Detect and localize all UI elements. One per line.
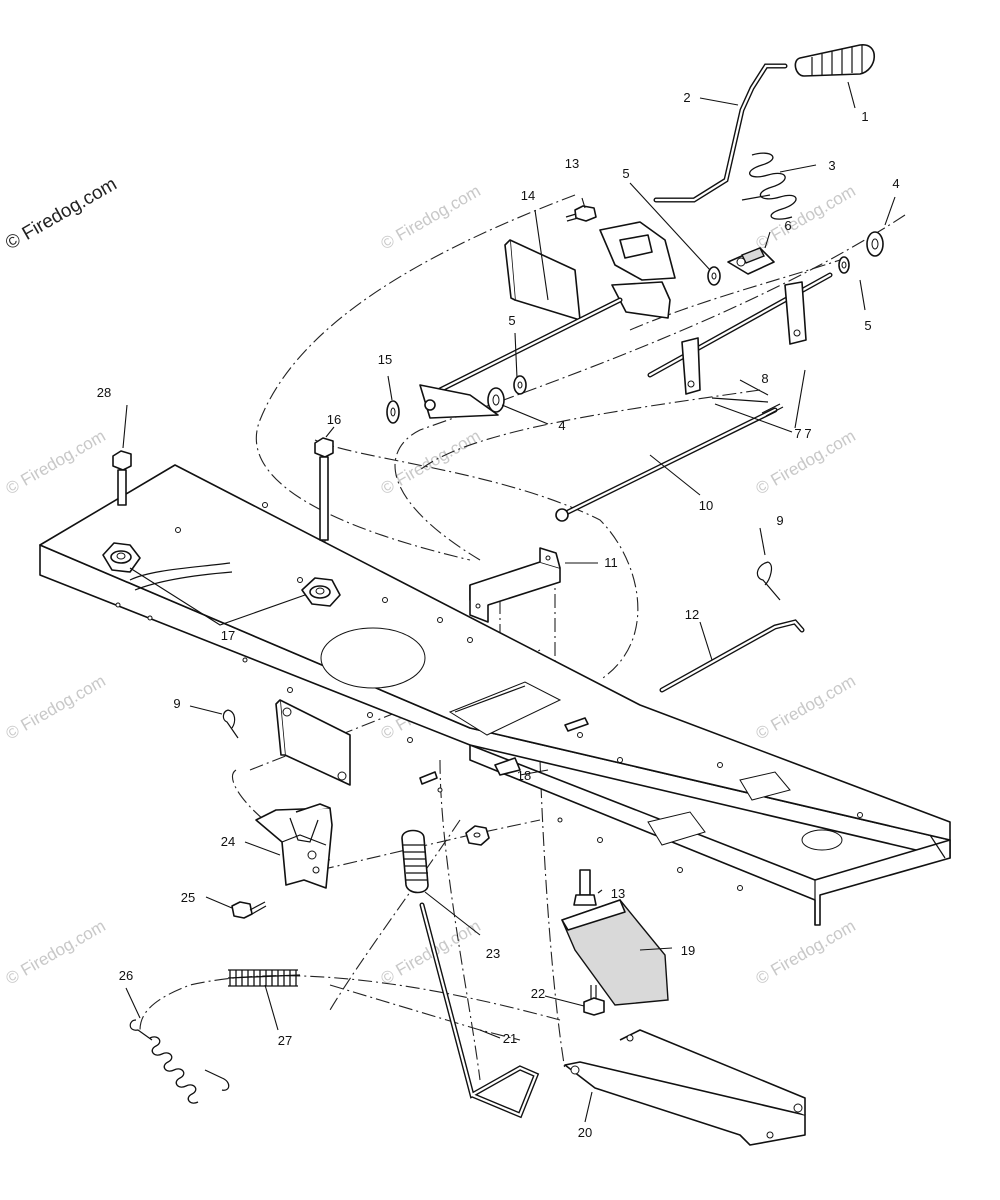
watermark: © Firedog.com <box>3 671 109 743</box>
frame-small-round-opening <box>801 829 843 851</box>
watermark: © Firedog.com <box>378 916 484 988</box>
part-link-bracket <box>564 1029 806 1146</box>
frame-rect-opening <box>739 771 791 801</box>
callout-24: 24 <box>221 834 235 849</box>
part-washer-15 <box>386 400 400 424</box>
callout-26: 26 <box>119 968 133 983</box>
callout-11: 11 <box>604 555 618 570</box>
part-lever <box>653 63 788 203</box>
frame-rect-opening <box>647 811 706 846</box>
callout-19: 19 <box>681 943 695 958</box>
watermark: © Firedog.com <box>3 916 109 988</box>
part-side-plate <box>275 699 351 786</box>
part-bolt-16 <box>314 437 334 541</box>
leader-lines <box>122 81 896 1123</box>
callout-9-right: 9 <box>776 513 783 528</box>
part-bracket-11 <box>469 547 561 623</box>
part-bolt-top <box>565 205 597 222</box>
watermark: © Firedog.com <box>753 671 859 743</box>
part-bolt-25 <box>231 901 267 919</box>
callout-10: 10 <box>699 498 713 513</box>
callout-21: 21 <box>503 1031 517 1046</box>
part-bolt-22 <box>583 985 605 1016</box>
callout-13-bottom: 13 <box>611 886 625 901</box>
watermark: © Firedog.com <box>753 916 859 988</box>
callout-14: 14 <box>521 188 535 203</box>
part-bolt-13-lower <box>573 869 597 906</box>
callout-7-lower: 7 <box>804 426 811 441</box>
part-rod-12 <box>659 619 805 693</box>
callout-5-right: 5 <box>864 318 871 333</box>
frame-rect-opening <box>448 681 562 736</box>
chassis-frame <box>39 464 951 926</box>
callout-28: 28 <box>97 385 111 400</box>
callout-4-lower: 4 <box>558 418 565 433</box>
part-linkage-pin <box>711 397 769 403</box>
callout-25: 25 <box>181 890 195 905</box>
part-washer-4 <box>487 387 505 413</box>
part-return-spring <box>741 152 797 220</box>
part-cross-shaft <box>647 272 833 395</box>
callout-numbers: 1 2 3 4 4 5 5 5 6 7 7 8 9 9 10 11 12 13 … <box>97 90 900 1140</box>
callout-13-top: 13 <box>565 156 579 171</box>
callout-22: 22 <box>531 986 545 1001</box>
part-bracket-24 <box>255 803 333 889</box>
watermark: © Firedog.com <box>753 181 859 253</box>
callout-5-upper: 5 <box>622 166 629 181</box>
part-pedal-rod <box>419 902 540 1119</box>
callout-20: 20 <box>578 1125 592 1140</box>
part-washer-4-right <box>866 231 884 257</box>
part-bolt-28 <box>112 450 132 506</box>
part-long-rod <box>555 403 784 522</box>
part-nut-17-left <box>102 542 141 573</box>
part-grip-23 <box>401 829 429 894</box>
callout-27: 27 <box>278 1033 292 1048</box>
part-spring-26 <box>129 1019 230 1104</box>
callout-6: 6 <box>784 218 791 233</box>
part-pivot-shaft-upper <box>437 297 623 393</box>
callout-15: 15 <box>378 352 392 367</box>
watermark: © Firedog.com <box>3 426 109 498</box>
part-pedal-bracket <box>599 221 676 319</box>
callout-12: 12 <box>685 607 699 622</box>
callout-2: 2 <box>683 90 690 105</box>
part-clip <box>727 247 775 275</box>
part-grip <box>794 44 875 77</box>
callout-4-right: 4 <box>892 176 899 191</box>
part-hairpin-9-left <box>222 709 239 739</box>
callout-17: 17 <box>221 628 235 643</box>
frame-mounting-holes <box>115 502 863 891</box>
callout-23: 23 <box>486 946 500 961</box>
callout-18: 18 <box>517 768 531 783</box>
part-lower-arm <box>419 384 499 419</box>
callout-9-left: 9 <box>173 696 180 711</box>
part-washer-5-upper <box>707 266 721 286</box>
part-washer-5 <box>513 375 527 395</box>
callout-16: 16 <box>327 412 341 427</box>
watermark-main: © Firedog.com <box>2 174 121 255</box>
callout-3: 3 <box>828 158 835 173</box>
part-spring-27 <box>227 969 301 987</box>
part-pedal-pad <box>561 899 669 1006</box>
callout-5-lower: 5 <box>508 313 515 328</box>
part-hairpin-9-right <box>756 561 781 601</box>
frame-round-opening <box>320 627 426 689</box>
part-nut-18 <box>465 825 490 846</box>
part-mounting-plate <box>504 239 581 321</box>
part-nut-17-right <box>301 577 341 607</box>
callout-8: 8 <box>761 371 768 386</box>
callout-1: 1 <box>861 109 868 124</box>
part-washer-5-right <box>838 256 850 274</box>
watermark: © Firedog.com <box>378 181 484 253</box>
callout-7-upper: 7 <box>794 426 801 441</box>
